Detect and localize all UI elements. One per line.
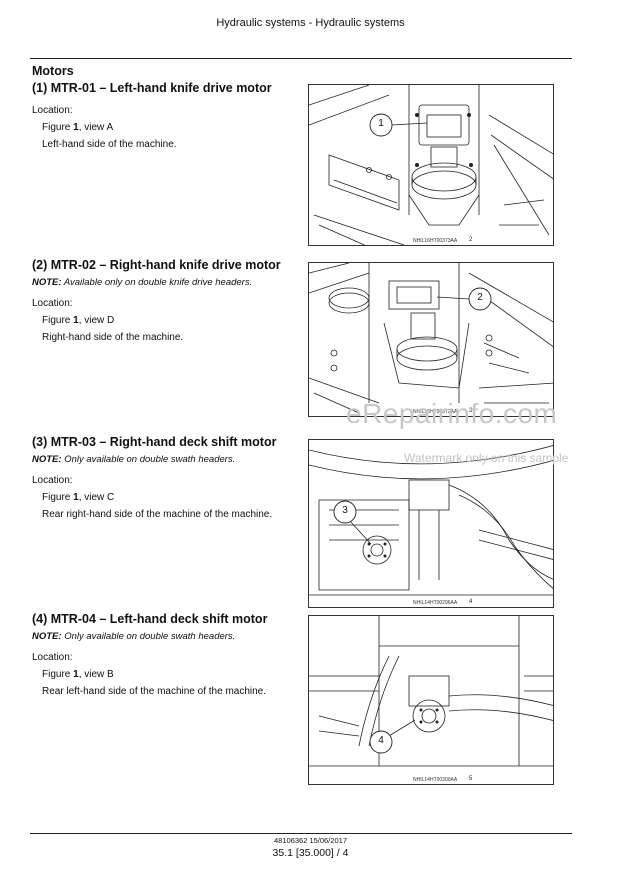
header-rule — [30, 58, 572, 59]
figure-number: 4 — [469, 599, 473, 605]
line-drawing-illustration — [309, 616, 553, 767]
location-side: Rear left-hand side of the machine of th… — [42, 686, 267, 697]
figure-deck-shift-motor-right: 3 NHIL14HT00296AA 4 — [308, 439, 554, 608]
footer-page-number: 35.1 [35.000] / 4 — [272, 847, 349, 859]
figure-number: 2 — [469, 237, 473, 243]
figure-number: 3 — [469, 408, 473, 414]
callout-number: 4 — [378, 735, 384, 746]
figure-link[interactable]: 1 — [73, 492, 79, 503]
line-drawing-illustration — [309, 263, 553, 414]
callout-number: 3 — [342, 505, 348, 516]
note: NOTE: Available only on double knife dri… — [32, 277, 253, 288]
figure-code: NHIL16HT00373AA — [413, 238, 458, 244]
note: NOTE: Only available on double swath hea… — [32, 454, 236, 465]
location-side: Right-hand side of the machine. — [42, 332, 184, 343]
entry-title: (2) MTR-02 – Right-hand knife drive moto… — [32, 258, 281, 272]
entry-mtr-02: (2) MTR-02 – Right-hand knife drive moto… — [32, 258, 302, 349]
figure-reference: Figure 1, view B — [42, 669, 114, 680]
callout-number: 2 — [477, 292, 483, 303]
figure-link[interactable]: 1 — [73, 669, 79, 680]
watermark-subtext: Watermark only on this sample — [404, 451, 569, 465]
figure-reference: Figure 1, view C — [42, 492, 115, 503]
entry-title: (3) MTR-03 – Right-hand deck shift motor — [32, 435, 277, 449]
location-label: Location: — [32, 105, 73, 116]
figure-code: NHIL16HT00372AA — [413, 409, 458, 415]
entry-mtr-03: (3) MTR-03 – Right-hand deck shift motor… — [32, 435, 302, 526]
figure-deck-shift-motor-left: 4 NHIL14HT00300AA 5 — [308, 615, 554, 785]
figure-reference: Figure 1, view D — [42, 315, 115, 326]
entry-title: (4) MTR-04 – Left-hand deck shift motor — [32, 612, 268, 626]
entry-mtr-04: (4) MTR-04 – Left-hand deck shift motor … — [32, 612, 302, 703]
footer-doc-code: 48106362 15/06/2017 — [274, 836, 347, 845]
figure-number: 5 — [469, 776, 473, 782]
watermark-text: eRepairinfo.com — [346, 398, 558, 429]
location-label: Location: — [32, 652, 73, 663]
location-side: Rear right-hand side of the machine of t… — [42, 509, 273, 520]
line-drawing-illustration — [309, 85, 553, 245]
figure-reference: Figure 1, view A — [42, 122, 114, 133]
entry-title: (1) MTR-01 – Left-hand knife drive motor — [32, 81, 272, 95]
location-side: Left-hand side of the machine. — [42, 139, 177, 150]
line-drawing-illustration — [309, 445, 553, 596]
page-header-title: Hydraulic systems - Hydraulic systems — [216, 17, 405, 29]
location-label: Location: — [32, 475, 73, 486]
section-heading: Motors — [32, 64, 74, 78]
note: NOTE: Only available on double swath hea… — [32, 631, 236, 642]
figure-knife-motor-left: 1 NHIL16HT00373AA 2 — [308, 84, 554, 246]
figure-code: NHIL14HT00296AA — [413, 600, 458, 606]
figure-link[interactable]: 1 — [73, 122, 79, 133]
figure-knife-motor-right: 2 NHIL16HT00372AA 3 — [308, 262, 554, 417]
figure-code: NHIL14HT00300AA — [413, 777, 458, 783]
figure-link[interactable]: 1 — [73, 315, 79, 326]
callout-number: 1 — [378, 118, 384, 129]
footer-rule — [30, 833, 572, 834]
location-label: Location: — [32, 298, 73, 309]
entry-mtr-01: (1) MTR-01 – Left-hand knife drive motor… — [32, 81, 302, 156]
